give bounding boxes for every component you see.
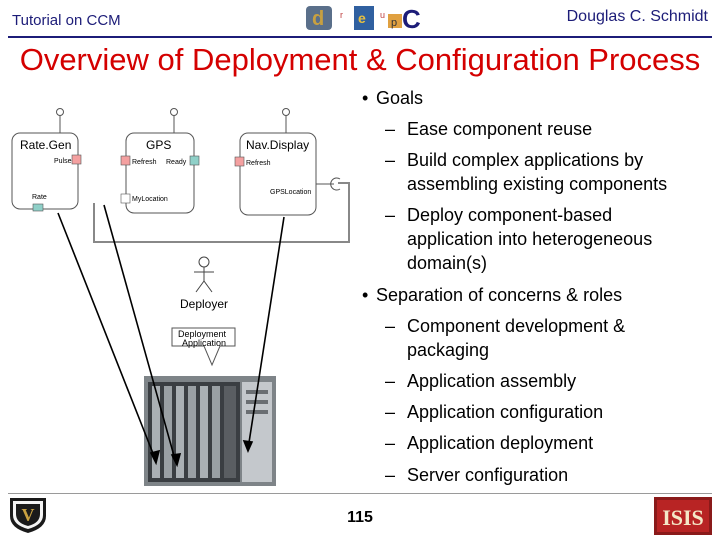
svg-text:Pulse: Pulse (54, 158, 72, 165)
header-divider (8, 36, 712, 38)
svg-text:Ready: Ready (166, 159, 187, 166)
header-course-title: Tutorial on CCM (12, 12, 121, 29)
svg-text:ISIS: ISIS (662, 505, 704, 530)
sub-app-deploy: –Application deployment (385, 433, 594, 453)
connector-loop (93, 182, 350, 243)
svg-text:C: C (402, 4, 420, 34)
svg-text:p: p (391, 17, 397, 29)
svg-text:Deployment: Deployment (178, 329, 227, 339)
deployment-diagram: Rate.Gen Pulse Rate GPS Refresh Ready My… (11, 108, 350, 486)
slide-title: Overview of Deployment & Configuration P… (19, 42, 701, 77)
component-gps: GPS Refresh Ready MyLocation (120, 108, 200, 214)
svg-text:u: u (380, 10, 385, 20)
svg-text:Refresh: Refresh (246, 160, 271, 167)
group-logo: d r e u p C (304, 4, 420, 34)
deployment-package: Deployment Application (171, 327, 236, 367)
deployer-actor: Deployer (180, 256, 228, 311)
svg-text:e: e (358, 10, 366, 26)
header-author: Douglas C. Schmidt (566, 8, 708, 25)
svg-text:GPS: GPS (146, 138, 171, 152)
svg-text:Rate.Gen: Rate.Gen (20, 138, 71, 152)
svg-text:Application: Application (182, 338, 226, 348)
bullet-goals: •Goals (362, 88, 424, 108)
svg-text:Rate: Rate (32, 194, 47, 201)
sub-app-config: –Application configuration (385, 402, 604, 422)
svg-text:Refresh: Refresh (132, 159, 157, 166)
sub-app-assembly: –Application assembly (385, 371, 577, 391)
sub-ease-reuse: –Ease component reuse (385, 119, 593, 139)
svg-text:d: d (312, 8, 324, 30)
svg-text:V: V (22, 505, 35, 525)
sub-server-config: –Server configuration (385, 465, 569, 485)
component-navdisplay: Nav.Display Refresh GPSLocation (234, 108, 341, 216)
footer-divider (8, 493, 712, 494)
svg-text:MyLocation: MyLocation (132, 196, 168, 203)
svg-text:GPSLocation: GPSLocation (270, 189, 311, 196)
sub-component-dev: –Component development &packaging (385, 316, 626, 360)
component-rategen: Rate.Gen Pulse Rate (11, 108, 82, 212)
svg-text:Nav.Display: Nav.Display (246, 138, 309, 152)
svg-text:Deployer: Deployer (180, 297, 228, 311)
isis-logo: ISIS (654, 497, 712, 535)
page-number: 115 (347, 509, 373, 526)
vanderbilt-logo: V (10, 498, 46, 533)
svg-text:r: r (340, 10, 343, 20)
deployment-arrows (57, 204, 285, 468)
bullet-separation: •Separation of concerns & roles (362, 285, 623, 305)
